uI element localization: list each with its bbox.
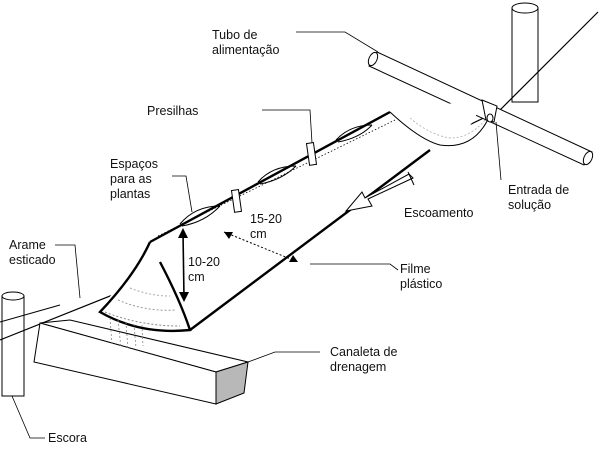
solution-inlet xyxy=(481,99,498,123)
plastic-film-channel xyxy=(98,103,491,351)
flow-arrow xyxy=(344,171,415,212)
supply-tube xyxy=(367,51,594,166)
plant-spaces-label: Espaços para as plantas xyxy=(110,157,158,201)
brace-label: Escora xyxy=(48,431,87,445)
left-post xyxy=(1,291,25,397)
width-dimension-label: 15-20 cm xyxy=(250,212,282,241)
leader-lines xyxy=(11,31,502,439)
plant-holes xyxy=(179,124,373,227)
supply-tube-label: Tubo de alimentação xyxy=(212,28,280,57)
plastic-film-label: Filme plástico xyxy=(400,262,443,291)
right-post xyxy=(511,2,539,103)
taut-wire-label: Arame esticado xyxy=(9,238,56,267)
drainage-channel-label: Canaleta de drenagem xyxy=(330,345,398,374)
clips-label: Presilhas xyxy=(147,104,199,118)
width-dimension xyxy=(223,231,299,263)
inlet-label: Entrada de solução xyxy=(508,183,570,212)
drainage-channel xyxy=(33,319,250,405)
clips xyxy=(230,141,318,213)
taut-wire-left-end xyxy=(0,304,61,323)
height-dimension xyxy=(178,228,189,302)
flow-label: Escoamento xyxy=(404,206,474,220)
height-dimension-label: 10-20 cm xyxy=(188,255,220,284)
